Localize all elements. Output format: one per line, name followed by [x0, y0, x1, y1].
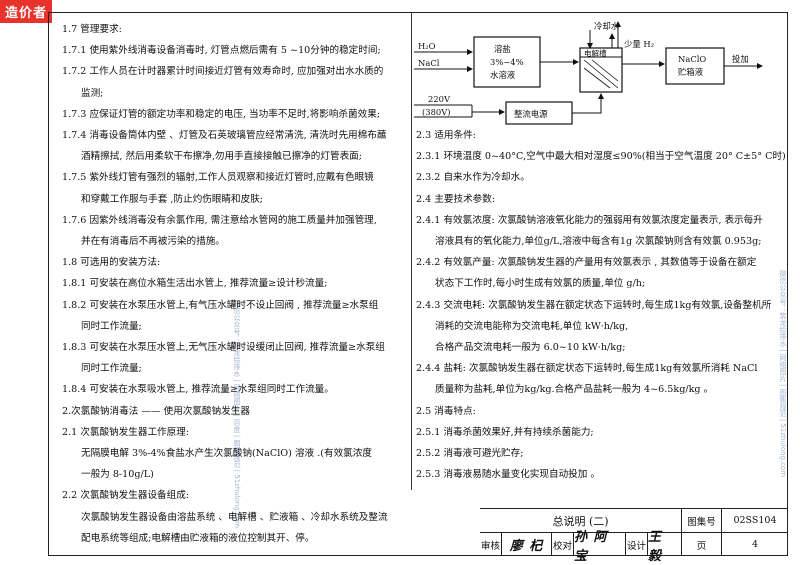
left-column-line: 监测;: [81, 87, 104, 99]
left-column-line: 无隔膜电解 3%-4%食盐水产生次氯酸钠(NaClO) 溶液 .(有效氯浓度: [81, 448, 372, 459]
page-number: 4: [751, 539, 759, 550]
drawing-frame: [48, 12, 788, 556]
title-block-row-2: 审核 廖 杞 校对 孙 阿 宝 设计 王 毅 页 4: [480, 530, 788, 564]
left-column-line: 1.7.1 使用紫外线消毒设备消毒时, 灯管点燃后需有 5 ~10分钟的稳定时间…: [62, 45, 381, 57]
left-column-line: 1.7.6 因紫外线消毒没有余氯作用, 需注意给水管网的施工质量并加强管理,: [62, 214, 377, 226]
left-column-line: 1.7.5 紫外线灯管有强烈的辐射,工作人员观察和接近灯管时,应戴有色眼镜: [62, 172, 374, 184]
side-watermark-right: 微信公众号：筑龙给排水 | 网络图片 | 图集规范 | 51zhulong.co…: [779, 270, 787, 478]
electrolyzer-header: [579, 47, 623, 58]
left-column-line: 酒精擦拭, 然后用柔软干布擦净,勿用手直接接触已擦净的灯管表面;: [81, 151, 363, 163]
storage-label-1: NaClO: [678, 54, 706, 64]
review-signature: 廖 杞: [502, 533, 552, 556]
dosing-label: 投加: [732, 54, 749, 64]
right-column-line: 2.5.3 消毒液易随水量变化实现自动投加 。: [416, 469, 601, 481]
left-column-line: 1.8 可选用的安装方法:: [62, 257, 161, 269]
left-column-line: 1.7.4 消毒设备筒体内壁 、灯管及石英玻璃管应经常清洗, 清洗时先用棉布蘸: [62, 130, 387, 141]
rectifier-label: 整流电源: [514, 109, 548, 119]
title-block-row-1: 总说明 (二) 图集号 02SS104: [480, 509, 788, 533]
left-column-line: 同时工作流量;: [81, 320, 142, 332]
cooling-water-label: 冷却水: [594, 21, 620, 31]
right-column-line: 状态下工作时,每小时生成有效氯的质量,单位 g/h;: [435, 278, 646, 290]
right-column-line: 质量称为盐耗,单位为kg/kg.合格产品盐耗一般为 4~6.5kg/kg 。: [435, 384, 714, 396]
right-column-line: 溶液具有的氧化能力,单位g/L,溶液中每含有1g 次氯酸钠则含有效氯 0.953…: [435, 236, 762, 247]
check-label: 校对: [552, 533, 574, 556]
process-flow-diagram: H₂O NaCl 溶盐 3%~4% 水溶液 电解槽 冷却水 少量 H₂ NaCl…: [414, 21, 763, 125]
right-column-line: 消耗的交流电能称为交流电耗,单位 kW·h/kg,: [435, 320, 629, 332]
dissolve-tank-label-1: 溶盐: [494, 44, 511, 54]
electrolyzer-label: 电解槽: [584, 48, 607, 58]
design-label: 设计: [626, 533, 648, 556]
page-label: 页: [682, 533, 722, 556]
right-column-line: 2.3 适用条件:: [416, 130, 476, 141]
title-block: 总说明 (二) 图集号 02SS104 审核 廖 杞 校对 孙 阿 宝 设计 王…: [480, 508, 788, 564]
left-column-line: 1.8.4 可安装在水泵吸水管上, 推荐流量≥水泵组同时工作流量。: [62, 384, 334, 396]
atlas-number-label: 图集号: [682, 509, 722, 532]
left-column-line: 同时工作流量;: [81, 363, 142, 375]
voltage-label-alt: (380V): [422, 107, 451, 117]
dissolve-tank-label-2: 3%~4%: [490, 57, 524, 67]
left-column-line: 一般为 8-10g/L): [81, 469, 154, 481]
left-column-line: 次氯酸钠发生器设备由溶盐系统 、电解槽 、贮液箱 、冷却水系统及整流: [81, 511, 388, 523]
sheet-title: 总说明 (二): [480, 509, 682, 532]
left-column-line: 2.2 次氯酸钠发生器设备组成:: [62, 490, 190, 502]
left-column-line: 和穿戴工作服与手套 ,防止灼伤眼睛和皮肤;: [81, 193, 264, 205]
h2o-label: H₂O: [418, 41, 436, 51]
atlas-number: 02SS104: [733, 515, 777, 526]
right-column-line: 2.3.1 环境温度 0~40°C,空气中最大相对湿度≤90%(相当于空气温度 …: [416, 151, 786, 163]
column-divider: [411, 12, 412, 490]
review-label: 审核: [480, 533, 502, 556]
left-column-line: 2.1 次氯酸钠发生器工作原理:: [62, 426, 190, 438]
right-column-line: 2.5.1 消毒杀菌效果好,并有持续杀菌能力;: [416, 426, 594, 438]
left-column-line: 1.8.2 可安装在水泵压水管上,有气压水罐时不设止回阀 , 推荐流量≥水泵组: [62, 299, 379, 311]
left-column-line: 1.8.3 可安装在水泵压水管上,无气压水罐时设缓闭止回阀, 推荐流量≥水泵组: [62, 342, 385, 353]
electrolyzer-hatch-1: [583, 59, 619, 89]
storage-label-2: 贮箱液: [678, 67, 704, 77]
right-column-line: 2.3.2 自来水作为冷却水。: [416, 172, 530, 184]
nacl-label: NaCl: [418, 58, 440, 68]
right-column-line: 2.4.2 有效氯产量: 次氯酸钠发生器的产量用有效氯表示 , 其数值等于设备在…: [416, 257, 757, 269]
voltage-label: 220V: [428, 94, 451, 104]
left-column-line: 配电系统等组成;电解槽由贮液箱的液位控制其开、停。: [81, 532, 315, 544]
left-column-line: 1.8.1 可安装在高位水箱生活出水管上, 推荐流量≥设计秒流量;: [62, 278, 328, 290]
left-column-line: 1.7.2 工作人员在计时器累计时间接近灯管有效寿命时, 应加强对出水水质的: [62, 66, 384, 78]
design-signature: 王 毅: [648, 530, 682, 564]
right-column-line: 2.4.4 盐耗: 次氯酸钠发生器在额定状态下运转时,每生成1kg有效氯所消耗 …: [416, 363, 758, 375]
side-watermark-left: 微信公众号：筑龙给排水 | 网络图片 | 百度 | 图集规范 | 51zhulo…: [233, 300, 241, 528]
electrolyzer-hatch-3: [583, 67, 611, 89]
right-column-line: 2.4 主要技术参数:: [416, 193, 496, 205]
right-column-line: 2.4.3 交流电耗: 次氯酸钠发生器在额定状态下运转时,每生成1kg有效氯,设…: [416, 299, 772, 311]
electrolyzer-hatch-2: [591, 59, 619, 82]
dissolve-tank-label-3: 水溶液: [490, 70, 516, 80]
left-column-line: 1.7 管理要求:: [62, 24, 122, 35]
right-column-line: 合格产品交流电耗一般为 6.0~10 kW·h/kg;: [435, 342, 626, 353]
left-column-line: 并在有消毒后不再被污染的措施。: [81, 236, 225, 247]
check-signature: 孙 阿 宝: [574, 530, 626, 564]
watermark-badge: 造价者: [0, 0, 53, 23]
right-column-line: 2.5 消毒特点:: [416, 405, 476, 417]
hydrogen-label: 少量 H₂: [624, 39, 654, 49]
left-column-line: 1.7.3 应保证灯管的额定功率和稳定的电压, 当功率不足时,将影响杀菌效果;: [62, 108, 381, 120]
left-column-line: 2.次氯酸钠消毒法 —— 使用次氯酸钠发生器: [62, 405, 250, 417]
dc-supply-arrow: [572, 93, 604, 114]
right-column-line: 2.4.1 有效氯浓度: 次氯酸钠溶液氧化能力的强弱用有效氯浓度定量表示, 表示…: [416, 214, 763, 226]
right-column-line: 2.5.2 消毒液可避光贮存;: [416, 448, 524, 459]
